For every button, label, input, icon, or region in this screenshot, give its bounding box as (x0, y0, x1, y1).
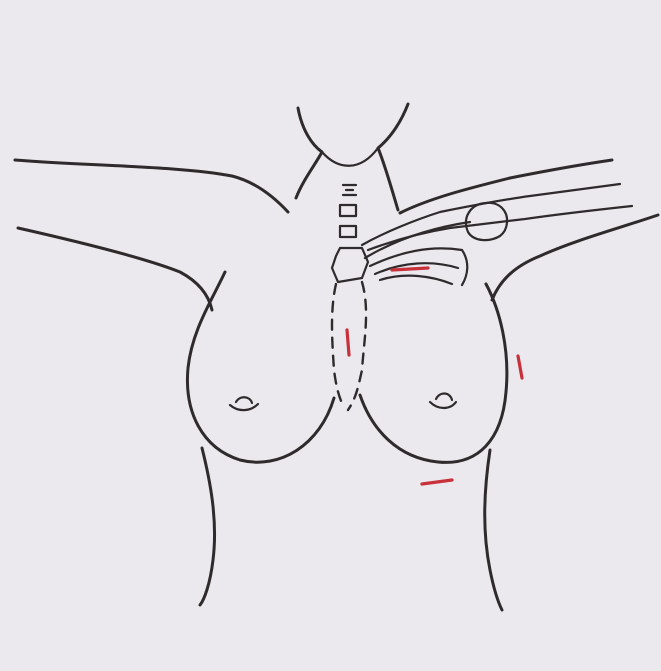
left-torso-outline (200, 448, 215, 605)
right-torso-outline (485, 450, 502, 610)
left-breast-outline (187, 272, 334, 462)
right-arm-lower-outline (492, 215, 658, 300)
right-arm-upper-outline (400, 160, 612, 213)
sternum-body-right-dashed (348, 282, 366, 410)
sternal-notch-piece (343, 185, 356, 195)
left-arm-lower-outline (18, 228, 212, 310)
device-wing-4 (380, 276, 452, 284)
neck-right-outline (378, 104, 408, 210)
lateral-breast-incision (518, 356, 522, 378)
device-lower-tube (368, 206, 632, 250)
parasternal-incision (347, 330, 349, 355)
left-nipple (230, 397, 258, 410)
jaw-line (322, 148, 378, 166)
sternum-segment-1 (340, 205, 356, 216)
incision-group (347, 268, 522, 484)
right-breast-outline (360, 284, 507, 462)
neck-left-outline (296, 108, 322, 198)
sternum-body-left-dashed (332, 284, 344, 408)
left-arm-upper-outline (15, 160, 288, 212)
sternum-segments (332, 185, 368, 282)
inframammary-incision (422, 480, 452, 484)
infraclavicular-incision (392, 268, 428, 270)
manubrium-outline (332, 248, 368, 282)
right-nipple (430, 393, 456, 408)
device-upper-tube (362, 184, 620, 245)
sternum-segment-2 (340, 226, 356, 237)
